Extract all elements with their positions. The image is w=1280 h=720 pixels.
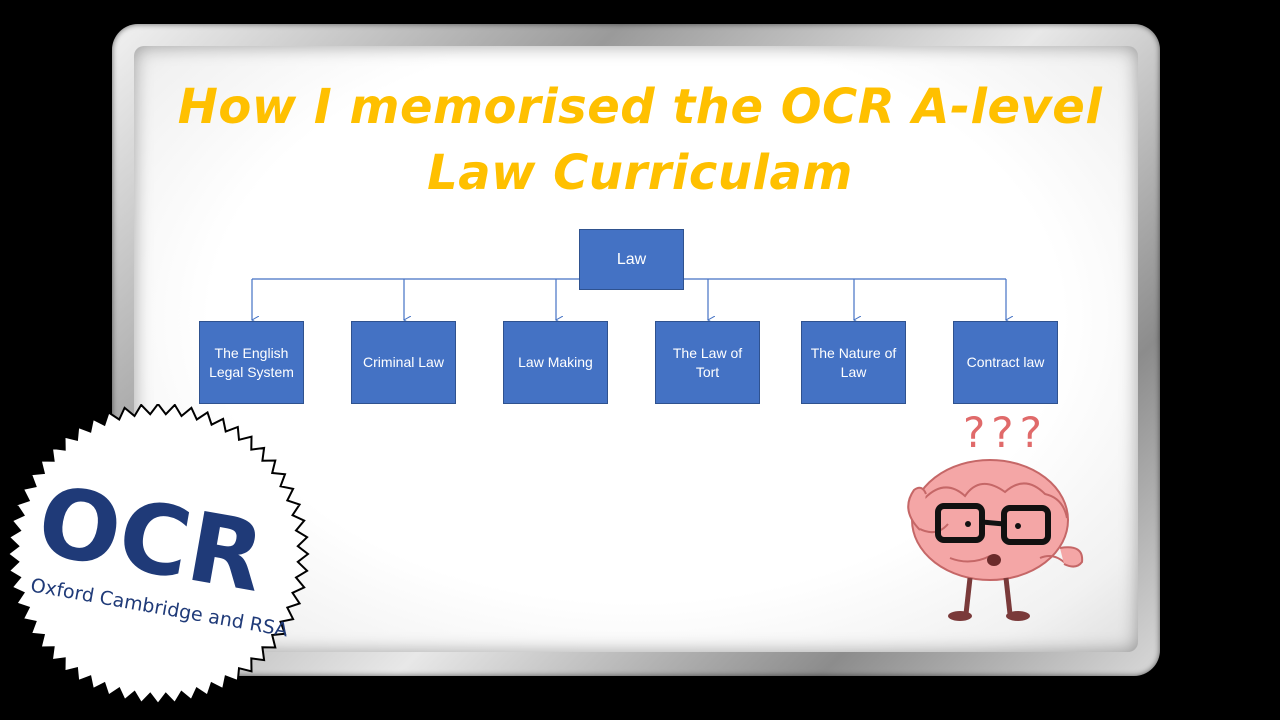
mouth	[987, 554, 1001, 566]
brain-arm-right	[1059, 546, 1084, 568]
question-marks: ???	[963, 408, 1048, 457]
node-law-of-tort: The Law of Tort	[655, 321, 760, 404]
seal-serrated-edge	[6, 404, 310, 704]
title-line-1: How I memorised the OCR A-level	[177, 79, 1103, 135]
confused-brain-illustration	[907, 459, 1084, 621]
node-law-root: Law	[579, 229, 684, 290]
node-criminal-law: Criminal Law	[351, 321, 456, 404]
ocr-seal-logo: OCR Oxford Cambridge and RSA	[6, 404, 310, 704]
node-law-making: Law Making	[503, 321, 608, 404]
video-title: How I memorised the OCR A-level Law Curr…	[140, 74, 1140, 206]
brain-leg-right	[1003, 577, 1013, 615]
node-contract-law: Contract law	[953, 321, 1058, 404]
title-line-2: Law Curriculam	[427, 145, 853, 201]
node-nature-of-law: The Nature of Law	[801, 321, 906, 404]
brain-leg-left	[963, 577, 973, 615]
brain-arm-left	[907, 486, 927, 531]
glasses	[935, 503, 1051, 545]
node-english-legal-system: The English Legal System	[199, 321, 304, 404]
